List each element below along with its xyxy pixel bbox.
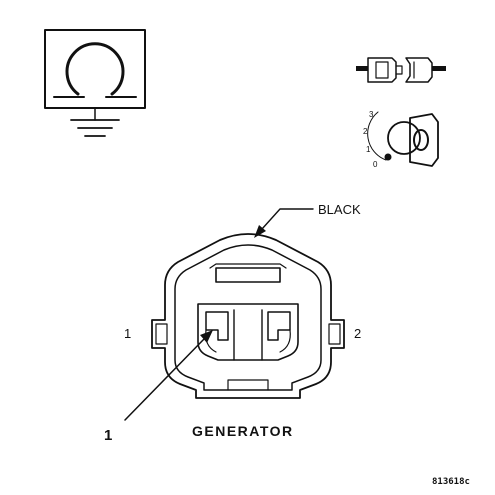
connector-disconnected-icon [356, 57, 446, 83]
ohmmeter-ground-icon [44, 29, 146, 137]
ignition-position-2: 2 [363, 127, 368, 136]
pin-1-label: 1 [124, 326, 131, 341]
figure-id: 813618c [432, 477, 470, 487]
pin-2-label: 2 [354, 326, 361, 341]
connector-name: GENERATOR [192, 423, 294, 439]
ignition-key-icon: 3 2 1 0 [363, 110, 439, 169]
callout-leader-line [124, 337, 206, 421]
callout-arrowhead [200, 330, 213, 343]
ignition-position-0: 0 [373, 160, 378, 169]
ignition-position-1: 1 [366, 145, 371, 154]
callout-number: 1 [104, 427, 112, 444]
ignition-position-3: 3 [369, 110, 374, 119]
connector-color-label: BLACK [318, 202, 361, 217]
generator-connector-face [151, 233, 345, 399]
